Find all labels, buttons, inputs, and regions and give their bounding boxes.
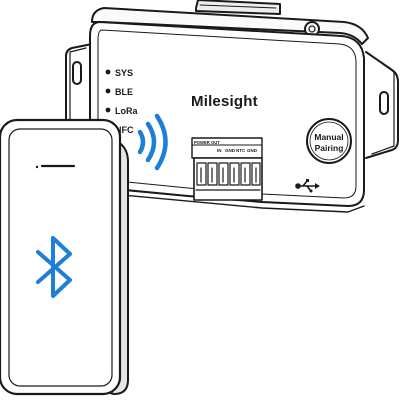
device-top-rim [91, 7, 369, 45]
indicator-label-ble: BLE [115, 87, 133, 97]
usb-icon [295, 179, 320, 193]
indicator-label-nfc: NFC [115, 125, 134, 135]
device-labels: SYS BLE LoRa NFC Milesight Manual Pairin… [115, 68, 344, 153]
phone-screen [8, 128, 113, 387]
indicator-label-sys: SYS [115, 68, 133, 78]
terminal-label-in: IN [217, 148, 222, 153]
manual-pairing-label-line1: Manual [314, 132, 343, 142]
lora-led-icon [105, 107, 111, 113]
terminal-pins [195, 162, 261, 191]
manual-pairing-label-line2: Pairing [315, 143, 344, 153]
terminal-label-gnd-2: GND [247, 148, 258, 153]
brand-logo: Milesight [191, 93, 258, 110]
phone-camera [35, 165, 39, 169]
ble-led-icon [105, 88, 111, 94]
bluetooth-icon [36, 236, 72, 298]
sys-led-icon [105, 69, 111, 75]
terminal-header-label: POWER OUT [194, 140, 220, 145]
indicator-label-lora: LoRa [115, 106, 138, 116]
terminal-label-gnd-1: GND [225, 148, 236, 153]
manual-pairing-button[interactable] [306, 118, 352, 164]
left-mounting-ear [65, 43, 93, 129]
milesight-device [65, 0, 399, 213]
wireless-signal-icon [137, 113, 168, 171]
right-mounting-ear [365, 51, 399, 159]
smartphone [0, 118, 129, 396]
terminal-label-ntc: NTC [236, 148, 246, 153]
device-front-face [89, 21, 365, 207]
